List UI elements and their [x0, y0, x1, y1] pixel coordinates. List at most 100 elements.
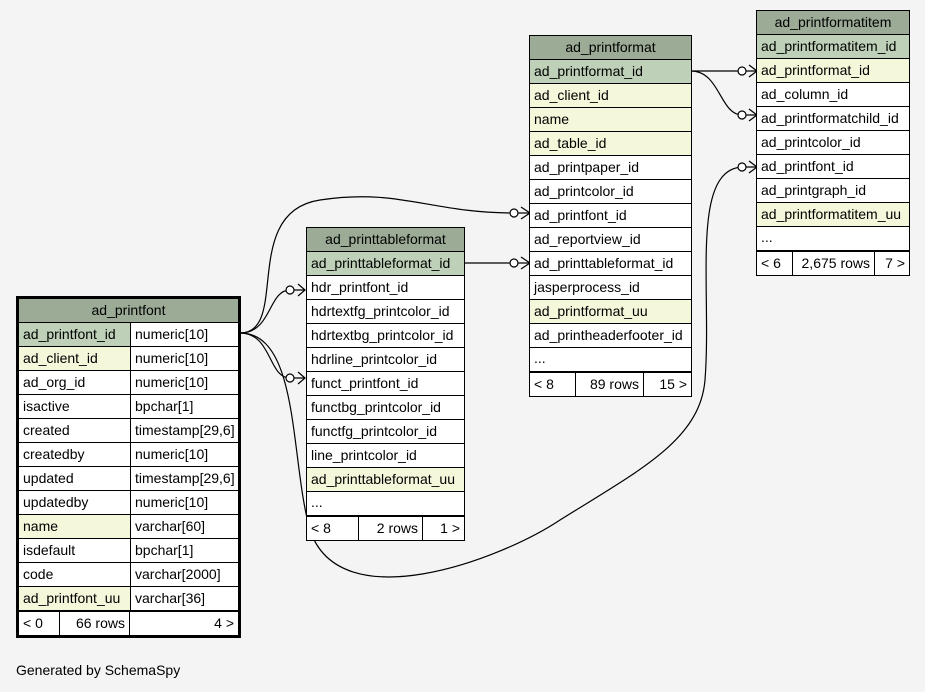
column-name: line_printcolor_id	[311, 447, 417, 463]
table-ad-printtableformat[interactable]: ad_printtableformat ad_printtableformat_…	[306, 227, 465, 541]
column-row[interactable]: ad_printcolor_id	[757, 131, 909, 155]
column-name: ad_printtableformat_uu	[307, 468, 464, 491]
column-name: ad_printpaper_id	[534, 159, 640, 175]
column-type: numeric[10]	[130, 443, 238, 466]
column-name: hdrline_printcolor_id	[311, 351, 438, 367]
column-row[interactable]: ad_table_id	[530, 132, 691, 156]
edge-printfont-hdr-printfont	[239, 289, 305, 334]
column-row[interactable]: ad_printformatchild_id	[757, 107, 909, 131]
column-name: ad_printheaderfooter_id	[534, 327, 683, 343]
column-name: hdrtextfg_printcolor_id	[311, 303, 450, 319]
column-row[interactable]: hdrline_printcolor_id	[307, 348, 464, 372]
column-name: ad_reportview_id	[534, 231, 641, 247]
column-row[interactable]: ad_printformat_uu	[530, 300, 691, 324]
column-name: ...	[761, 229, 773, 245]
table-footer: < 0 66 rows 4 >	[19, 612, 238, 635]
table-title[interactable]: ad_printformatitem	[757, 11, 909, 35]
column-name: ad_printformatchild_id	[761, 110, 899, 126]
edge-pf-pfi-child	[690, 70, 757, 116]
column-name: ad_printgraph_id	[761, 182, 867, 198]
column-row[interactable]: hdrtextbg_printcolor_id	[307, 324, 464, 348]
column-row[interactable]: ad_printgraph_id	[757, 179, 909, 203]
column-row[interactable]: ad_column_id	[757, 83, 909, 107]
column-name: ad_printcolor_id	[761, 134, 861, 150]
parents-count[interactable]: < 8	[534, 376, 554, 392]
column-name: ...	[534, 350, 546, 366]
children-count[interactable]: 15 >	[643, 373, 691, 396]
parents-count[interactable]: < 0	[23, 615, 43, 631]
column-row[interactable]: ad_printcolor_id	[530, 180, 691, 204]
column-row[interactable]: ...	[307, 492, 464, 516]
column-name: functfg_printcolor_id	[311, 423, 438, 439]
column-name: createdby	[23, 446, 85, 462]
column-row[interactable]: ad_printformatitem_id	[757, 35, 909, 59]
column-row[interactable]: ...	[757, 227, 909, 251]
row-count: 2 rows	[358, 517, 422, 540]
column-row[interactable]: hdrtextfg_printcolor_id	[307, 300, 464, 324]
column-name: jasperprocess_id	[534, 279, 640, 295]
column-row[interactable]: ad_printformatitem_uu	[757, 203, 909, 227]
column-name: created	[23, 422, 70, 438]
column-name: isdefault	[23, 542, 76, 558]
row-count: 2,675 rows	[792, 252, 874, 275]
column-name: ad_printcolor_id	[534, 183, 634, 199]
column-row[interactable]: funct_printfont_id	[307, 372, 464, 396]
column-row[interactable]: isdefault bpchar[1]	[19, 539, 238, 563]
column-name: functbg_printcolor_id	[311, 399, 441, 415]
table-title[interactable]: ad_printformat	[530, 36, 691, 60]
parents-count[interactable]: < 6	[761, 255, 781, 271]
column-name: ad_printtableformat_id	[307, 252, 464, 275]
parents-count[interactable]: < 8	[311, 520, 331, 536]
column-row[interactable]: ad_printformat_id	[757, 59, 909, 83]
column-row[interactable]: jasperprocess_id	[530, 276, 691, 300]
column-row[interactable]: functbg_printcolor_id	[307, 396, 464, 420]
table-title[interactable]: ad_printtableformat	[307, 228, 464, 252]
column-row[interactable]: ad_printfont_id	[757, 155, 909, 179]
table-title[interactable]: ad_printfont	[19, 299, 238, 323]
column-row[interactable]: ad_printfont_id	[530, 204, 691, 228]
column-row[interactable]: line_printcolor_id	[307, 444, 464, 468]
column-name: ad_printtableformat_id	[534, 255, 674, 271]
column-row[interactable]: ad_printtableformat_id	[530, 252, 691, 276]
column-type: bpchar[1]	[130, 539, 238, 562]
row-count: 66 rows	[59, 612, 129, 635]
column-row[interactable]: functfg_printcolor_id	[307, 420, 464, 444]
column-row[interactable]: ad_printheaderfooter_id	[530, 324, 691, 348]
column-row[interactable]: ad_client_id	[530, 84, 691, 108]
column-name: ad_printfont_id	[19, 323, 130, 346]
column-name: ad_column_id	[761, 86, 849, 102]
column-row[interactable]: ad_printtableformat_id	[307, 252, 464, 276]
children-count[interactable]: 4 >	[129, 612, 238, 635]
column-row[interactable]: ad_printpaper_id	[530, 156, 691, 180]
table-ad-printformatitem[interactable]: ad_printformatitem ad_printformatitem_id…	[756, 10, 910, 276]
column-name: hdrtextbg_printcolor_id	[311, 327, 454, 343]
column-row[interactable]: ad_printformat_id	[530, 60, 691, 84]
column-row[interactable]: ad_reportview_id	[530, 228, 691, 252]
column-row[interactable]: ...	[530, 348, 691, 372]
column-type: timestamp[29,6]	[130, 419, 238, 442]
column-row[interactable]: hdr_printfont_id	[307, 276, 464, 300]
column-type: varchar[36]	[130, 587, 238, 610]
column-name: name	[530, 108, 691, 131]
column-row[interactable]: ad_printtableformat_uu	[307, 468, 464, 492]
column-row[interactable]: name	[530, 108, 691, 132]
edge-printfont-funct-printfont	[239, 332, 305, 379]
table-footer: < 6 2,675 rows 7 >	[757, 252, 909, 275]
column-row[interactable]: created timestamp[29,6]	[19, 419, 238, 443]
children-count[interactable]: 1 >	[422, 517, 464, 540]
children-count[interactable]: 7 >	[874, 252, 909, 275]
column-row[interactable]: createdby numeric[10]	[19, 443, 238, 467]
column-name: funct_printfont_id	[311, 375, 419, 391]
edge-printfont-printformat-font	[239, 196, 530, 334]
